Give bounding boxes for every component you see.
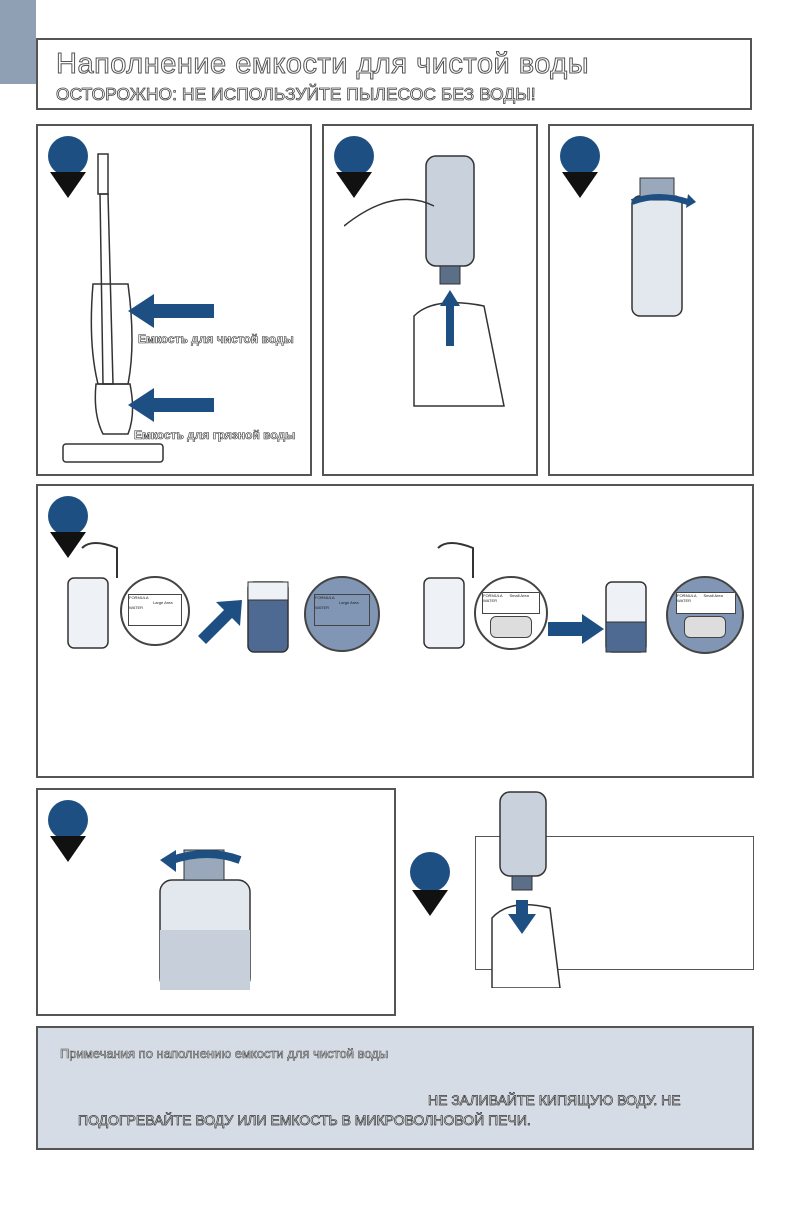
step-arrow-down-icon <box>50 532 86 558</box>
bottle-fill-illustration <box>67 542 118 649</box>
step-arrow-down-icon <box>50 172 86 198</box>
area-label: Small Area <box>509 593 529 598</box>
water-label: WATER <box>129 605 143 610</box>
fill-line-inset: FORMULA Large Area WATER <box>120 576 190 646</box>
step-number-6 <box>410 852 450 892</box>
page-title: Наполнение емкости для чистой воды <box>55 48 590 81</box>
bottle-filled-illustration <box>605 581 647 653</box>
cap-unscrew-illustration <box>630 177 696 317</box>
formula-label: FORMULA <box>483 593 503 598</box>
bottle-fill-illustration <box>423 542 474 649</box>
area-label: Large Area <box>153 600 173 605</box>
step-number-3 <box>560 136 600 176</box>
water-label: WATER <box>315 605 329 610</box>
bottle-filled-illustration <box>247 581 289 653</box>
step-panel-3 <box>548 124 754 476</box>
notes-title: Примечания по наполнению емкости для чис… <box>60 1046 389 1062</box>
section-tab <box>0 0 36 84</box>
water-label: WATER <box>483 598 497 603</box>
formula-label: FORMULA <box>315 595 335 600</box>
notes-box: Примечания по наполнению емкости для чис… <box>36 1026 754 1150</box>
step-panel-2 <box>322 124 538 476</box>
step-arrow-down-icon <box>336 172 372 198</box>
page-header: Наполнение емкости для чистой воды ОСТОР… <box>36 38 752 110</box>
fill-line-inset: FORMULA Large Area WATER <box>304 576 380 652</box>
arrow-right-icon <box>548 614 604 644</box>
step-number-4 <box>48 496 88 536</box>
step-number-1 <box>48 136 88 176</box>
fill-line-inset: FORMULA Small Area WATER <box>474 576 548 650</box>
notes-warning: НЕ ЗАЛИВАЙТЕ КИПЯЩУЮ ВОДУ. НЕ ПОДОГРЕВАЙ… <box>78 1092 681 1129</box>
warning-text: ОСТОРОЖНО: НЕ ИСПОЛЬЗУЙТЕ ПЫЛЕСОС БЕЗ ВО… <box>56 84 536 105</box>
dirty-tank-label: Емкость для грязной воды <box>134 428 296 443</box>
water-label: WATER <box>677 598 691 603</box>
area-label: Small Area <box>703 593 723 598</box>
formula-label: FORMULA <box>677 593 697 598</box>
step-arrow-down-icon <box>50 836 86 862</box>
area-label: Large Area <box>339 600 359 605</box>
cap-screw-illustration <box>159 849 251 990</box>
formula-label: FORMULA <box>129 595 149 600</box>
arrow-left-icon <box>128 294 214 328</box>
arrow-diagonal-icon <box>198 600 242 644</box>
arrow-left-icon <box>128 388 214 422</box>
clean-tank-label: Емкость для чистой воды <box>138 332 294 347</box>
step-arrow-down-icon <box>562 172 598 198</box>
tank-insert-illustration <box>491 791 561 988</box>
step-arrow-down-icon <box>412 890 448 916</box>
step-panel-5 <box>36 788 396 1016</box>
fill-line-inset: FORMULA Small Area WATER <box>666 576 744 654</box>
step-panel-4: FORMULA Large Area WATER FORMULA Large A… <box>36 484 754 778</box>
step-number-2 <box>334 136 374 176</box>
tank-removal-illustration <box>344 155 505 407</box>
step-panel-1: Емкость для чистой воды Емкость для гряз… <box>36 124 312 476</box>
step-number-5 <box>48 800 88 840</box>
